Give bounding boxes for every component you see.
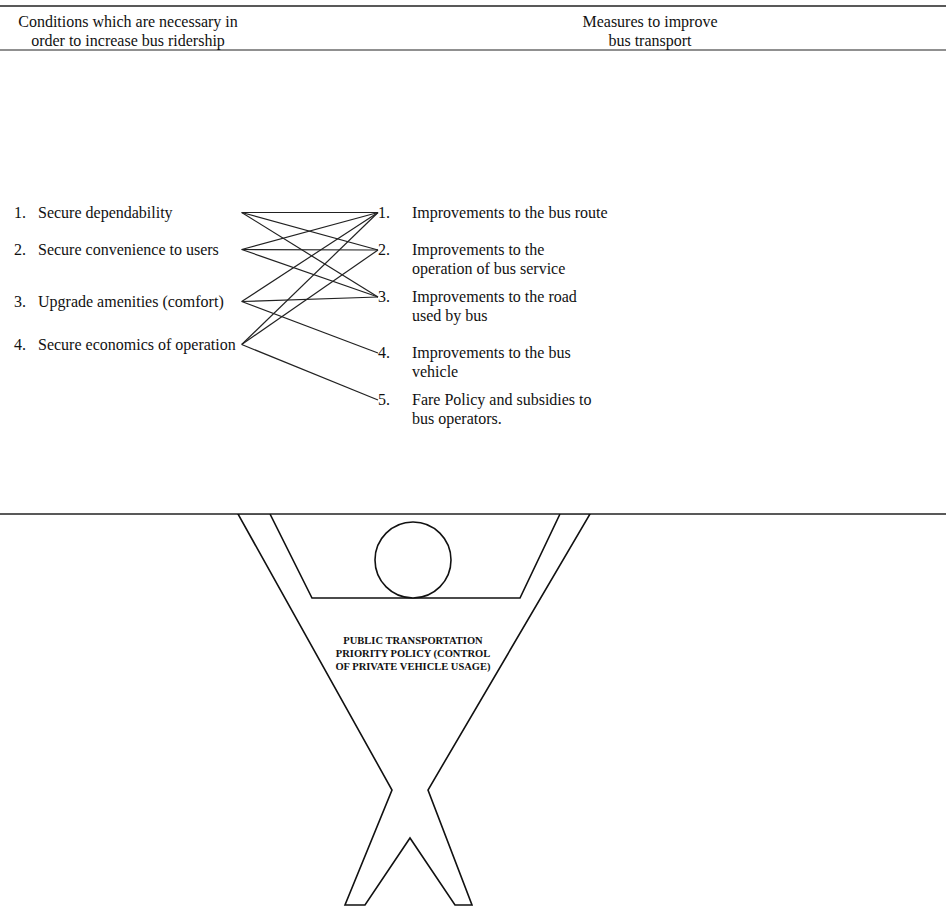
item-number: 2. [14, 240, 38, 259]
item-number: 4. [378, 343, 412, 362]
connector-line [242, 213, 378, 302]
item-number: 1. [378, 203, 412, 222]
connector-line [242, 345, 378, 401]
item-text: Fare Policy and subsidies to bus operato… [412, 390, 602, 428]
list-item: 1.Secure dependability [14, 203, 242, 222]
list-item: 3.Upgrade amenities (comfort) [14, 292, 242, 311]
list-item: 3.Improvements to the road used by bus [378, 287, 602, 325]
figure-outline [238, 514, 590, 905]
column-header: Conditions which are necessary in order … [6, 12, 250, 50]
list-item: 2.Improvements to the operation of bus s… [378, 240, 602, 278]
connector-line [242, 212, 378, 213]
column-header: Measures to improve bus transport [570, 12, 730, 50]
list-item: 2.Secure convenience to users [14, 240, 242, 259]
policy-text: PUBLIC TRANSPORTATION PRIORITY POLICY (C… [335, 635, 490, 672]
figure-head [375, 522, 451, 598]
figure-text: PUBLIC TRANSPORTATION PRIORITY POLICY (C… [333, 634, 493, 673]
person-figure [230, 514, 600, 909]
list-item: 5.Fare Policy and subsidies to bus opera… [378, 390, 602, 428]
item-text: Improvements to the bus route [412, 203, 662, 222]
connector-line [242, 302, 378, 354]
item-text: Secure convenience to users [38, 240, 219, 259]
figure-node: PUBLIC TRANSPORTATION PRIORITY POLICY (C… [230, 514, 600, 909]
item-number: 1. [14, 203, 38, 222]
connector-line [242, 249, 378, 251]
item-text: Secure economics of operation [38, 335, 236, 354]
item-number: 3. [14, 292, 38, 311]
connector-line [242, 250, 378, 345]
item-number: 5. [378, 390, 412, 409]
list-item: 4.Secure economics of operation [14, 335, 242, 354]
item-text: Secure dependability [38, 203, 173, 222]
item-number: 2. [378, 240, 412, 259]
list-item: 4.Improvements to the bus vehicle [378, 343, 602, 381]
item-text: Improvements to the operation of bus ser… [412, 240, 602, 278]
connector-line [242, 213, 378, 250]
connector-line [242, 213, 378, 345]
item-text: Upgrade amenities (comfort) [38, 292, 224, 311]
header-rule [0, 49, 946, 50]
item-text: Improvements to the bus vehicle [412, 343, 602, 381]
connector-line [242, 213, 378, 251]
item-text: Improvements to the road used by bus [412, 287, 602, 325]
top-rule [0, 5, 946, 7]
item-number: 3. [378, 287, 412, 306]
item-number: 4. [14, 335, 38, 354]
bottom-rule [0, 513, 946, 515]
list-item: 1.Improvements to the bus route [378, 203, 662, 222]
